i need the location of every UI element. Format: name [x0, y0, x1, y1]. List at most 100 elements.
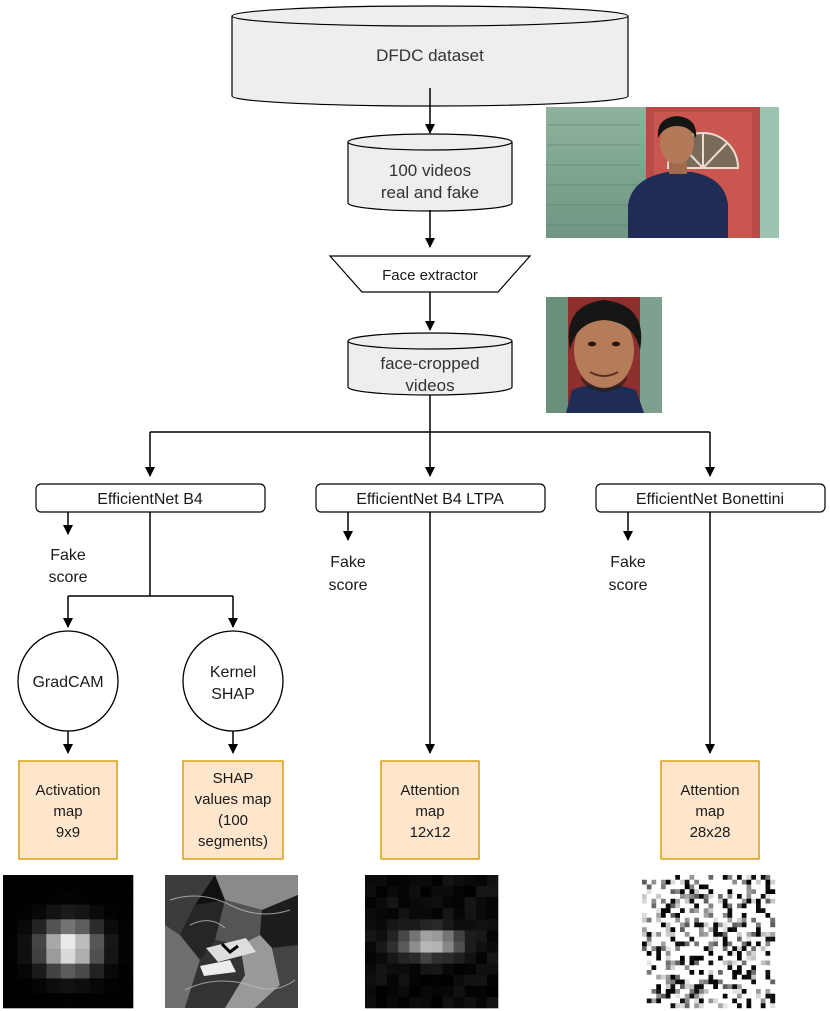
- heatmap-cell: [376, 897, 388, 909]
- heatmap-cell: [665, 946, 671, 952]
- heatmap-cell: [642, 946, 647, 952]
- heatmap-cell: [680, 875, 685, 880]
- heatmap-cell: [646, 955, 652, 961]
- heatmap-cell: [665, 913, 671, 918]
- heatmap-cell: [431, 908, 443, 920]
- model-efficientnet-b4-ltpa: EfficientNet B4 LTPA: [315, 483, 546, 513]
- heatmap-cell: [656, 932, 662, 937]
- heatmap-cell: [665, 922, 671, 928]
- heatmap-cell: [642, 875, 647, 880]
- heatmap-cell: [732, 936, 738, 942]
- heatmap-cell: [651, 979, 657, 985]
- heatmap-cell: [703, 936, 709, 942]
- heatmap-cell: [741, 989, 747, 994]
- heatmap-cell: [713, 960, 719, 966]
- heatmap-cell: [670, 974, 676, 980]
- heatmap-cell: [398, 886, 410, 898]
- heatmap-cell: [665, 879, 671, 885]
- heatmap-cell: [727, 965, 733, 971]
- heatmap-cell: [746, 932, 752, 937]
- heatmap-cell: [31, 993, 47, 1009]
- heatmap-cell: [665, 984, 671, 990]
- heatmap-cell: [765, 984, 771, 990]
- heatmap-cell: [684, 917, 690, 923]
- heatmap-cell: [722, 903, 728, 909]
- heatmap-cell: [670, 903, 676, 909]
- heatmap-cell: [770, 922, 776, 928]
- heatmap-cell: [689, 889, 695, 895]
- kernel-shap-label-line2: SHAP: [211, 686, 255, 703]
- heatmap-cell: [765, 903, 771, 909]
- heatmap-cell: [89, 889, 105, 905]
- heatmap-cell: [661, 898, 666, 904]
- heatmap-cell: [756, 965, 761, 971]
- heatmap-cell: [646, 884, 652, 890]
- heatmap-cell: [727, 955, 733, 961]
- heatmap-cell: [680, 932, 685, 937]
- heatmap-cell: [708, 970, 714, 975]
- heatmap-cell: [646, 917, 652, 923]
- heatmap-cell: [665, 898, 671, 904]
- heatmap-cell: [741, 875, 747, 880]
- heatmap-cell: [431, 996, 443, 1009]
- heatmap-cell: [699, 927, 704, 933]
- activation-map-line1: Activation: [35, 782, 100, 799]
- heatmap-cell: [670, 932, 676, 937]
- heatmap-cell: [398, 897, 410, 909]
- heatmap-cell: [651, 960, 657, 966]
- heatmap-cell: [661, 913, 666, 918]
- heatmap-cell: [756, 984, 761, 990]
- heatmap-cell: [703, 922, 709, 928]
- heatmap-cell: [442, 908, 454, 920]
- heatmap-cell: [770, 908, 776, 914]
- heatmap-cell: [665, 1003, 671, 1009]
- heatmap-cell: [713, 941, 719, 947]
- heatmap-cell: [376, 941, 388, 953]
- heatmap-cell: [665, 908, 671, 914]
- heatmap-cell: [398, 985, 410, 998]
- heatmap-cell: [732, 903, 738, 909]
- heatmap-cell: [703, 951, 709, 956]
- heatmap-cell: [689, 908, 695, 914]
- heatmap-cell: [732, 941, 738, 947]
- kernel-shap-node: Kernel SHAP: [182, 630, 284, 732]
- heatmap-cell: [675, 879, 681, 885]
- heatmap-cell: [699, 932, 704, 937]
- heatmap-cell: [675, 894, 681, 899]
- heatmap-cell: [365, 974, 377, 987]
- heatmap-cell: [409, 941, 421, 953]
- heatmap-cell: [651, 941, 657, 947]
- heatmap-cell: [751, 984, 757, 990]
- heatmap-cell: [708, 941, 714, 947]
- heatmap-cell: [31, 904, 47, 920]
- heatmap-cell: [699, 965, 704, 971]
- heatmap-cell: [656, 993, 662, 999]
- heatmap-cell: [651, 875, 657, 880]
- heatmap-cell: [694, 1003, 700, 1009]
- heatmap-cell: [751, 932, 757, 937]
- heatmap-cell: [442, 919, 454, 931]
- heatmap-cell: [409, 897, 421, 909]
- heatmap-cell: [675, 979, 681, 985]
- heatmap-cell: [684, 879, 690, 885]
- heatmap-cell: [732, 989, 738, 994]
- heatmap-cell: [703, 993, 709, 999]
- heatmap-cell: [453, 963, 466, 976]
- heatmap-cell: [680, 989, 685, 994]
- heatmap-cell: [17, 993, 33, 1009]
- heatmap-cell: [765, 955, 771, 961]
- heatmap-cell: [760, 879, 766, 885]
- heatmap-cell: [765, 946, 771, 952]
- heatmap-cell: [732, 960, 738, 966]
- heatmap-cell: [722, 941, 728, 947]
- heatmap-cell: [365, 919, 377, 931]
- heatmap-cell: [760, 970, 766, 975]
- heatmap-cell: [751, 917, 757, 923]
- heatmap-cell: [670, 946, 676, 952]
- heatmap-cell: [431, 930, 443, 942]
- heatmap-cell: [751, 970, 757, 975]
- heatmap-cell: [3, 948, 18, 964]
- heatmap-cell: [75, 889, 90, 905]
- heatmap-cell: [651, 903, 657, 909]
- heatmap-cell: [732, 889, 738, 895]
